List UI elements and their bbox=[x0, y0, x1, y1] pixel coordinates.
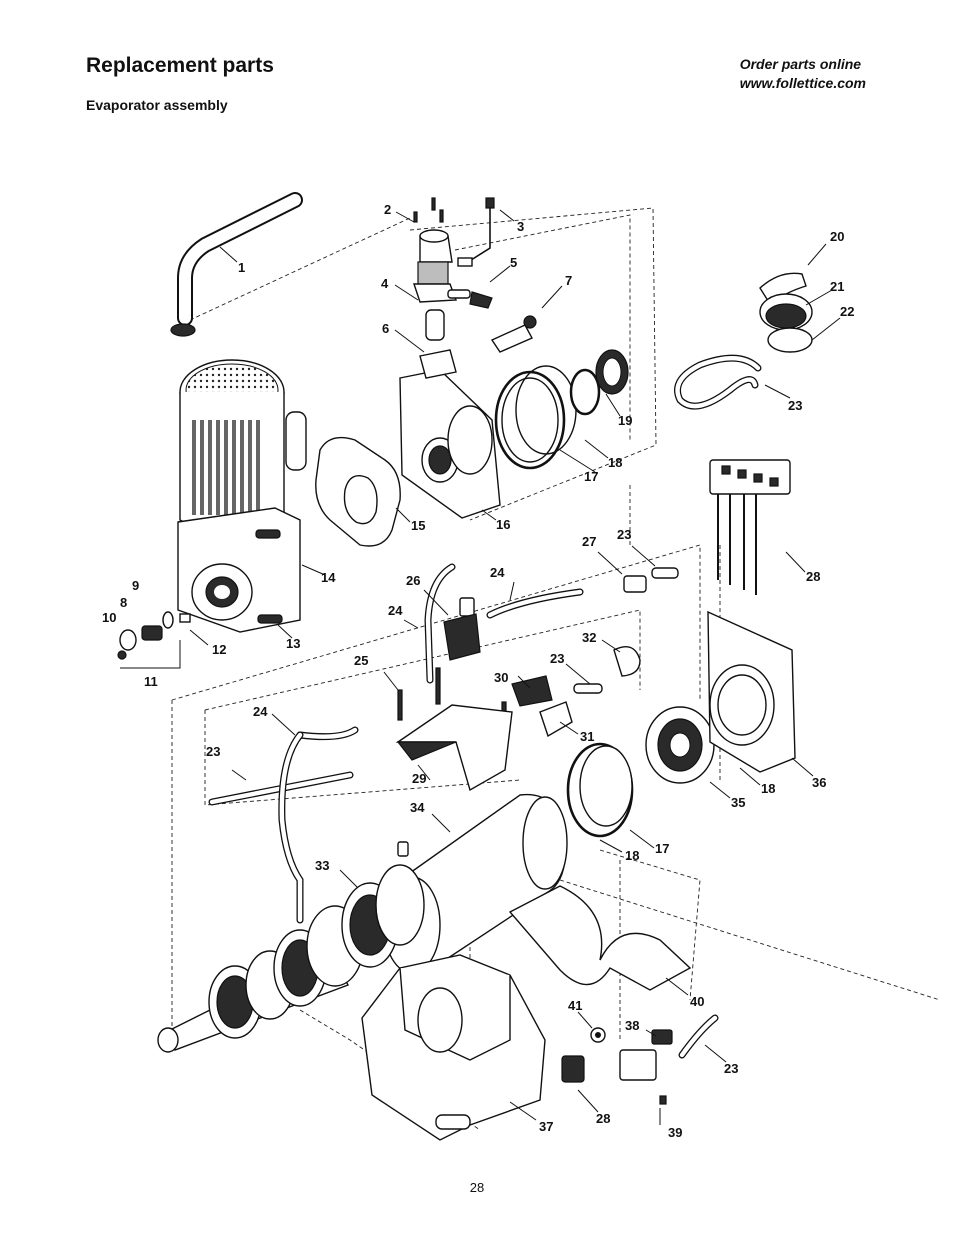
leader-lines bbox=[120, 209, 841, 1125]
callout-33: 33 bbox=[315, 858, 329, 873]
callout-labels: 1 2 3 4 5 6 7 8 9 10 11 12 13 14 15 16 1… bbox=[102, 202, 854, 1140]
sensor-board bbox=[709, 459, 791, 595]
callout-29: 29 bbox=[412, 771, 426, 786]
callout-34: 34 bbox=[410, 800, 425, 815]
left-hoses bbox=[208, 726, 359, 924]
callout-12: 12 bbox=[212, 642, 226, 657]
auger bbox=[157, 864, 425, 1053]
callout-40: 40 bbox=[690, 994, 704, 1009]
callout-5: 5 bbox=[510, 255, 517, 270]
spout-and-hose bbox=[674, 272, 813, 410]
shaft-hardware bbox=[117, 611, 191, 660]
callout-14: 14 bbox=[321, 570, 336, 585]
callout-30: 30 bbox=[494, 670, 508, 685]
callout-23b: 23 bbox=[617, 527, 631, 542]
callout-35: 35 bbox=[731, 795, 745, 810]
drain-tube bbox=[170, 192, 303, 337]
mounting-gasket bbox=[315, 436, 401, 547]
callout-28: 28 bbox=[806, 569, 820, 584]
evaporator-base bbox=[361, 954, 546, 1141]
callout-23: 23 bbox=[788, 398, 802, 413]
bearing-liner bbox=[508, 885, 692, 991]
callout-41: 41 bbox=[568, 998, 582, 1013]
order-url-link[interactable]: www.follettice.com bbox=[739, 75, 866, 91]
callout-2: 2 bbox=[384, 202, 391, 217]
callout-24b: 24 bbox=[388, 603, 403, 618]
order-info: Order parts online www.follettice.com bbox=[740, 55, 866, 93]
callout-10: 10 bbox=[102, 610, 116, 625]
section-subtitle: Evaporator assembly bbox=[86, 97, 228, 113]
gear-motor bbox=[177, 359, 307, 633]
page-title: Replacement parts bbox=[86, 54, 274, 77]
callout-26: 26 bbox=[406, 573, 420, 588]
callout-28b: 28 bbox=[596, 1111, 610, 1126]
callout-17: 17 bbox=[584, 469, 598, 484]
callout-9: 9 bbox=[132, 578, 139, 593]
callout-13: 13 bbox=[286, 636, 300, 651]
callout-18c: 18 bbox=[625, 848, 639, 863]
callout-11: 11 bbox=[144, 674, 158, 689]
lower-switch-parts bbox=[561, 1014, 719, 1105]
callout-3: 3 bbox=[517, 219, 524, 234]
callout-6: 6 bbox=[382, 321, 389, 336]
callout-25: 25 bbox=[354, 653, 368, 668]
callout-38: 38 bbox=[625, 1018, 639, 1033]
callout-24c: 24 bbox=[253, 704, 268, 719]
upper-seal-clamp-parts bbox=[490, 315, 629, 470]
callout-23e: 23 bbox=[724, 1061, 738, 1076]
callout-37: 37 bbox=[539, 1119, 553, 1134]
callout-20: 20 bbox=[830, 229, 844, 244]
callout-27: 27 bbox=[582, 534, 596, 549]
callout-19: 19 bbox=[618, 413, 632, 428]
page-number: 28 bbox=[469, 1180, 485, 1195]
callout-17b: 17 bbox=[655, 841, 669, 856]
callout-31: 31 bbox=[580, 729, 594, 744]
callout-15: 15 bbox=[411, 518, 425, 533]
bearing-cap bbox=[395, 704, 513, 792]
callout-24: 24 bbox=[490, 565, 505, 580]
inlet-valve-parts bbox=[413, 197, 495, 379]
callout-32: 32 bbox=[582, 630, 596, 645]
callout-23d: 23 bbox=[206, 744, 220, 759]
order-online-label: Order parts online bbox=[739, 56, 862, 72]
callout-4: 4 bbox=[381, 276, 389, 291]
callout-39: 39 bbox=[668, 1125, 682, 1140]
callout-16: 16 bbox=[496, 517, 510, 532]
callout-36: 36 bbox=[812, 775, 826, 790]
callout-7: 7 bbox=[565, 273, 572, 288]
callout-21: 21 bbox=[830, 279, 844, 294]
lower-clamp-and-housing bbox=[566, 610, 796, 838]
callout-18b: 18 bbox=[761, 781, 775, 796]
callout-8: 8 bbox=[120, 595, 127, 610]
callout-1: 1 bbox=[238, 260, 245, 275]
callout-22: 22 bbox=[840, 304, 854, 319]
callout-18: 18 bbox=[608, 455, 622, 470]
adapter-housing bbox=[399, 369, 501, 519]
callout-23c: 23 bbox=[550, 651, 564, 666]
